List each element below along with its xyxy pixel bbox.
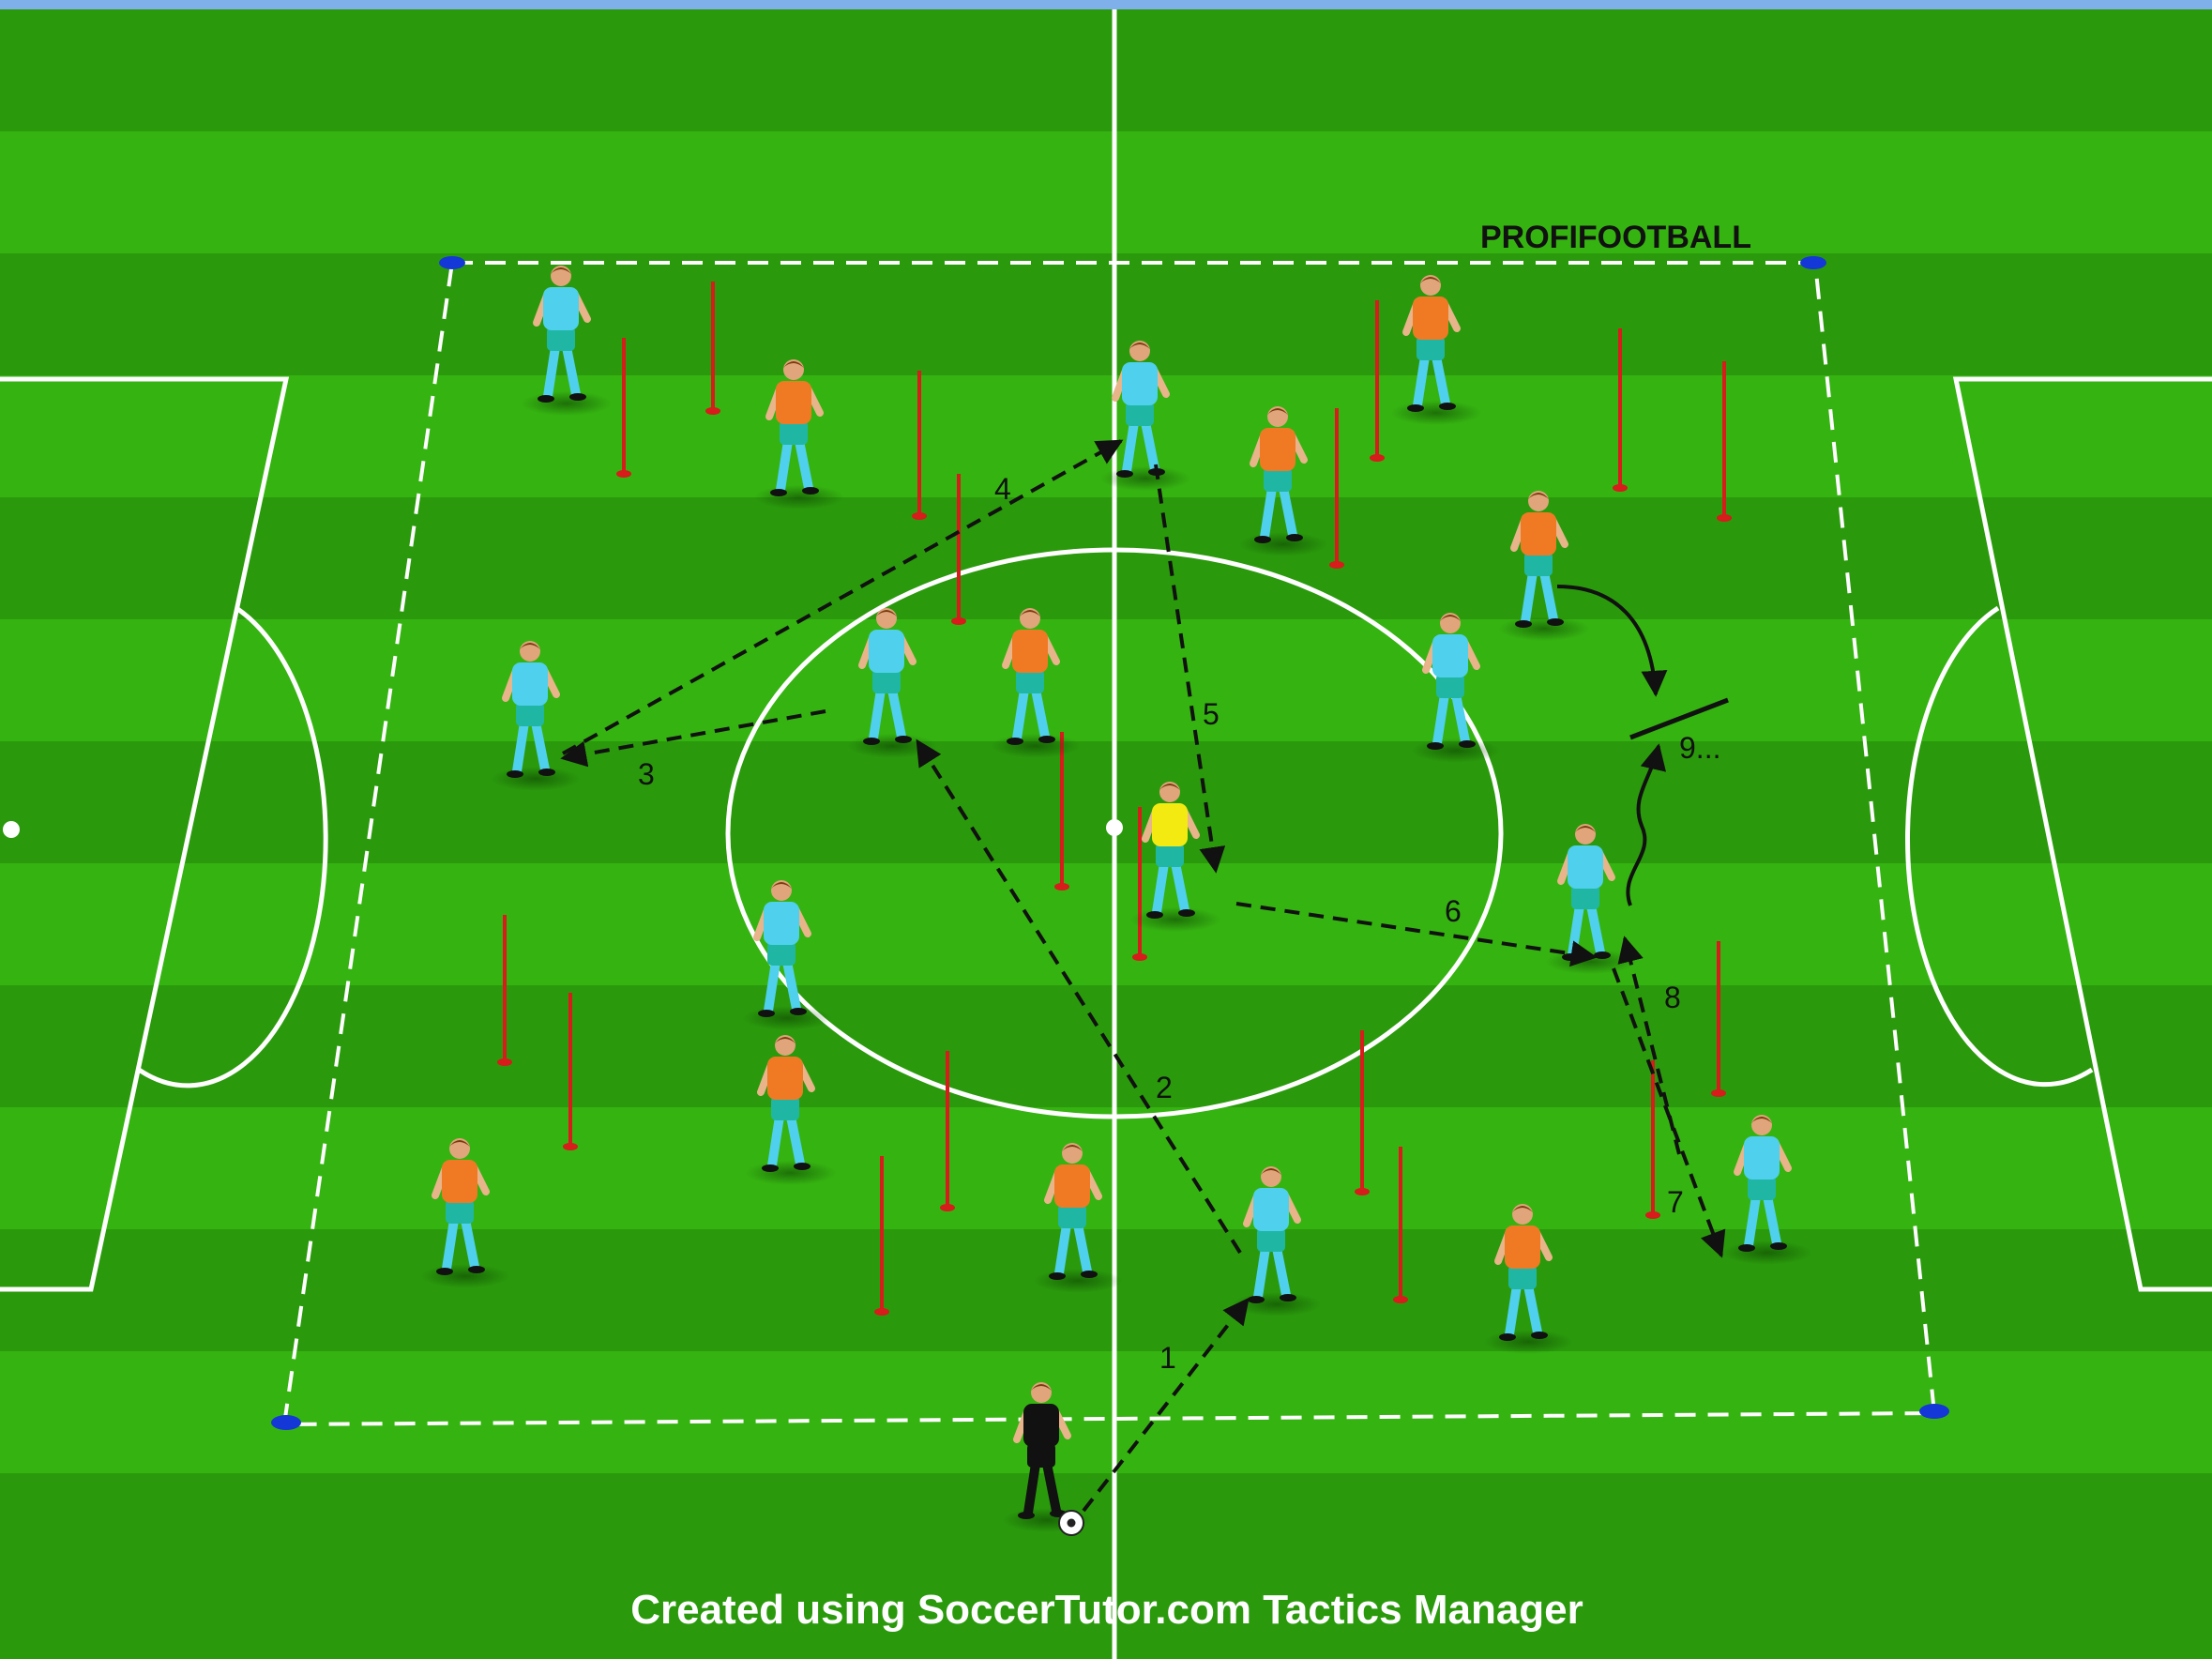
- arrow-pass-2: [916, 738, 1242, 1255]
- seq-label-8: 8: [1664, 981, 1681, 1014]
- movement-arrows: [560, 439, 1729, 1513]
- left-penalty-arc: [137, 605, 328, 1088]
- training-poles: [497, 282, 1732, 1316]
- players: [420, 266, 1812, 1532]
- cone-bottom-left: [271, 1415, 301, 1430]
- seq-label-6: 6: [1445, 894, 1462, 928]
- grass-stripe: [0, 497, 2212, 619]
- grass-stripe: [0, 253, 2212, 375]
- grass-stripe: [0, 741, 2212, 863]
- seq-label-5: 5: [1203, 697, 1220, 731]
- player-orange: [1238, 406, 1328, 556]
- cone-top-left: [439, 256, 465, 269]
- sequence-labels: 1 2 3 4 5 6 7 8 9...: [638, 472, 1720, 1375]
- pole: [951, 474, 966, 625]
- grass-stripe: [0, 619, 2212, 741]
- pitch-markings: [0, 9, 2212, 1659]
- cone-bottom-right: [1919, 1404, 1949, 1419]
- pole: [705, 282, 720, 415]
- seq-label-1: 1: [1159, 1341, 1176, 1375]
- seq-label-2: 2: [1156, 1071, 1173, 1104]
- player-orange: [1391, 275, 1481, 425]
- arrow-pass-6: [1235, 902, 1598, 967]
- pole: [940, 1051, 955, 1211]
- pole: [563, 993, 578, 1150]
- arrow-dribble: [1626, 743, 1667, 906]
- pole: [1393, 1147, 1408, 1303]
- player-orange: [991, 608, 1081, 758]
- pole: [1329, 408, 1344, 569]
- pole: [1054, 732, 1069, 890]
- player-blue: [1232, 1166, 1322, 1317]
- watermark-text: PROFIFOOTBALL: [1480, 220, 1751, 255]
- centre-circle: [725, 547, 1504, 1119]
- pole: [616, 338, 631, 478]
- player-blue: [491, 641, 581, 791]
- finish-line-marker: [1629, 697, 1729, 740]
- left-penalty-spot: [3, 821, 20, 838]
- right-penalty-arc: [1904, 605, 2094, 1088]
- pole: [1717, 361, 1732, 522]
- top-bar: [0, 0, 2212, 9]
- grass-stripes: [0, 9, 2212, 1659]
- centre-spot: [1106, 819, 1123, 836]
- pole: [1355, 1030, 1370, 1195]
- player-blue: [1100, 341, 1190, 491]
- grass-stripe: [0, 131, 2212, 253]
- right-penalty-box: [1952, 376, 2212, 1292]
- player-blue: [847, 608, 937, 758]
- arrow-pass-3: [560, 709, 826, 768]
- arrow-pass-5: [1154, 464, 1226, 874]
- seq-label-7: 7: [1667, 1185, 1684, 1219]
- seq-label-3: 3: [638, 757, 655, 791]
- corner-cones: [271, 256, 1949, 1430]
- player-orange: [1499, 491, 1589, 641]
- left-penalty-box: [0, 376, 290, 1292]
- pole: [1613, 328, 1628, 492]
- ball: [1058, 1510, 1084, 1536]
- arrow-pass-7: [1612, 967, 1726, 1258]
- seq-label-4: 4: [994, 472, 1011, 506]
- pole: [497, 915, 512, 1066]
- player-orange: [754, 359, 844, 510]
- pole: [1711, 941, 1726, 1097]
- player-orange: [1033, 1143, 1123, 1293]
- arrow-pass-4: [562, 439, 1124, 755]
- cone-top-right: [1800, 256, 1826, 269]
- pole: [1370, 300, 1385, 462]
- grass-stripe: [0, 985, 2212, 1107]
- grass-stripe: [0, 9, 2212, 131]
- arrow-run-curved: [1556, 585, 1668, 697]
- grass-stripe: [0, 1107, 2212, 1229]
- seq-label-9: 9...: [1679, 731, 1720, 765]
- grass-stripe: [0, 863, 2212, 985]
- player-blue: [742, 880, 832, 1030]
- pole: [874, 1156, 889, 1316]
- player-blue: [522, 266, 612, 416]
- player-orange: [420, 1138, 510, 1288]
- arrow-pass-1: [1082, 1297, 1250, 1513]
- pole: [1132, 807, 1147, 961]
- grass-stripe: [0, 1473, 2212, 1659]
- player-blue: [1722, 1115, 1812, 1265]
- pole: [1645, 1060, 1660, 1219]
- player-orange: [1483, 1204, 1573, 1354]
- player-neutral-yellow: [1130, 782, 1220, 932]
- player-orange: [746, 1035, 836, 1185]
- credit-text: Created using SoccerTutor.com Tactics Ma…: [630, 1587, 1583, 1633]
- pole: [912, 371, 927, 520]
- arrow-pass-8: [1617, 936, 1681, 1155]
- player-blue: [1411, 613, 1501, 763]
